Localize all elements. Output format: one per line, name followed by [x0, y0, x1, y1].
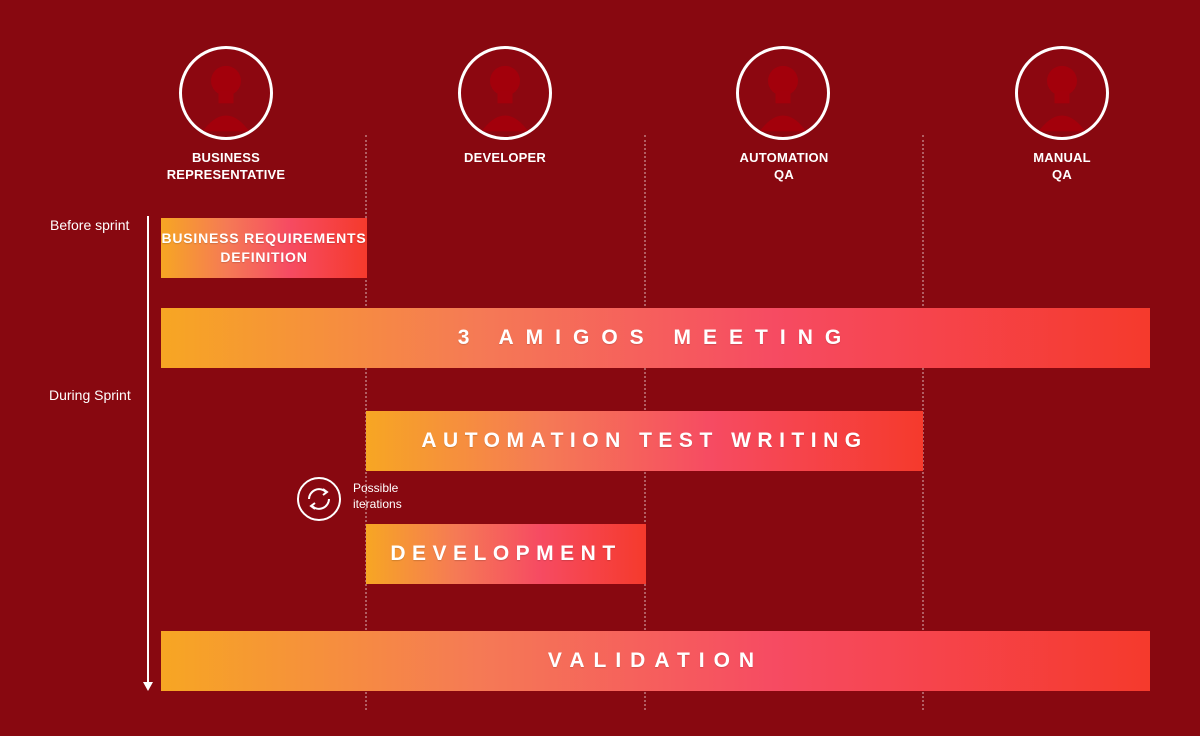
role-label-developer: DEVELOPER — [464, 150, 546, 165]
activity-validation: VALIDATION — [161, 631, 1150, 691]
role-label-manual-qa: MANUAL QA — [1033, 150, 1091, 182]
manual-qa-avatar-icon — [1015, 46, 1109, 140]
cycle-arrows-icon — [297, 477, 341, 521]
activity-label: DEVELOPMENT — [390, 542, 622, 565]
activity-label: BUSINESS REQUIREMENTS — [161, 230, 367, 246]
automation-qa-avatar-icon — [736, 46, 830, 140]
timeline-axis — [147, 216, 149, 684]
timeline-arrow-icon — [143, 682, 153, 691]
activity-label: VALIDATION — [547, 649, 764, 672]
developer-avatar-icon — [458, 46, 552, 140]
business-representative-avatar-icon — [179, 46, 273, 140]
activity-label: AUTOMATION TEST WRITING — [421, 429, 868, 452]
role-label-automation-qa: AUTOMATION QA — [739, 150, 829, 182]
column-separator — [922, 135, 924, 710]
possible-iterations-label: Possible iterations — [353, 481, 402, 511]
role-label-business-representative: BUSINESS REPRESENTATIVE — [166, 150, 286, 182]
activity-business-requirements-definition: BUSINESS REQUIREMENTS DEFINITION — [161, 218, 367, 278]
activity-development: DEVELOPMENT — [366, 524, 646, 584]
phase-label-before-sprint: Before sprint — [50, 217, 130, 233]
activity-automation-test-writing: AUTOMATION TEST WRITING — [366, 411, 923, 471]
activity-label: DEFINITION — [220, 249, 308, 265]
phase-label-during-sprint: During Sprint — [49, 387, 131, 403]
activity-label: 3 AMIGOS MEETING — [457, 326, 854, 349]
activity-3-amigos-meeting: 3 AMIGOS MEETING — [161, 308, 1150, 368]
